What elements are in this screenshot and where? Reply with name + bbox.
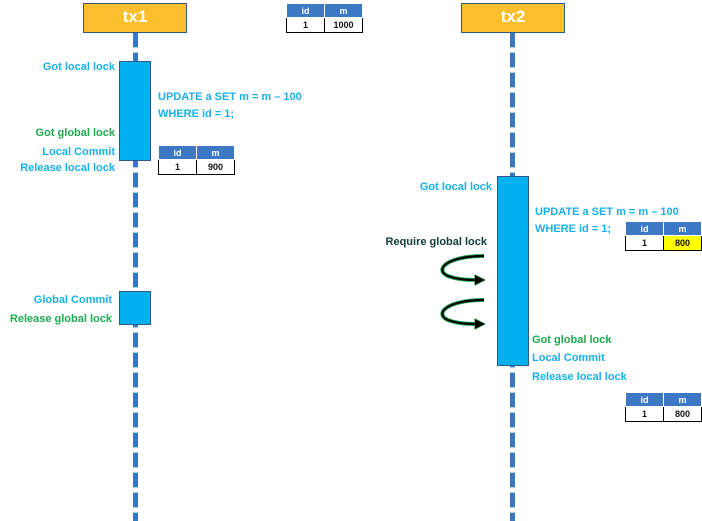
cell-id: 1	[286, 17, 325, 33]
tx1-release-local-lock: Release local lock	[20, 162, 115, 174]
tx2-release-local-lock: Release local lock	[532, 371, 627, 383]
tx1-release-global-lock: Release global lock	[9, 313, 112, 325]
tx1-local-activation	[119, 61, 151, 161]
tx2-activation	[497, 176, 529, 366]
tx1-global-activation	[119, 291, 151, 325]
cell-id: 1	[625, 406, 664, 422]
cell-m: 900	[196, 159, 235, 175]
cell-m-highlighted: 800	[663, 235, 702, 251]
retry-arrows	[440, 254, 496, 340]
tx1-sql-line2: WHERE id = 1;	[158, 108, 235, 120]
tx2-require-global-lock: Require global lock	[385, 236, 487, 248]
tx2-sql: UPDATE a SET m = m – 100 WHERE id = 1;	[535, 204, 679, 238]
column-header-m: m	[324, 3, 363, 18]
tx1-got-local-lock: Got local lock	[42, 61, 115, 73]
column-header-id: id	[625, 392, 664, 407]
cell-id: 1	[158, 159, 197, 175]
tx2-sql-line2: WHERE id = 1;	[535, 223, 612, 235]
tx2-sql-line1: UPDATE a SET m = m – 100	[535, 206, 679, 218]
tx2-header: tx2	[461, 3, 565, 33]
tx1-got-global-lock: Got global lock	[35, 127, 115, 139]
retry-arrow-icon	[441, 298, 484, 324]
cell-id: 1	[625, 235, 664, 251]
column-header-id: id	[158, 145, 197, 160]
tx1-local-commit: Local Commit	[42, 146, 115, 158]
retry-arrow-icon	[441, 254, 484, 280]
column-header-m: m	[663, 392, 702, 407]
cell-m: 1000	[324, 17, 363, 33]
column-header-id: id	[286, 3, 325, 18]
cell-m: 800	[663, 406, 702, 422]
tx2-got-global-lock: Got global lock	[532, 334, 612, 346]
column-header-m: m	[663, 221, 702, 236]
column-header-id: id	[625, 221, 664, 236]
column-header-m: m	[196, 145, 235, 160]
tx1-lifeline	[133, 33, 138, 521]
tx1-sql-line1: UPDATE a SET m = m – 100	[158, 91, 302, 103]
tx2-local-commit: Local Commit	[532, 352, 605, 364]
tx1-header: tx1	[83, 3, 187, 33]
tx2-got-local-lock: Got local lock	[419, 181, 492, 193]
tx1-sql: UPDATE a SET m = m – 100 WHERE id = 1;	[158, 89, 302, 123]
tx1-global-commit: Global Commit	[33, 294, 112, 306]
